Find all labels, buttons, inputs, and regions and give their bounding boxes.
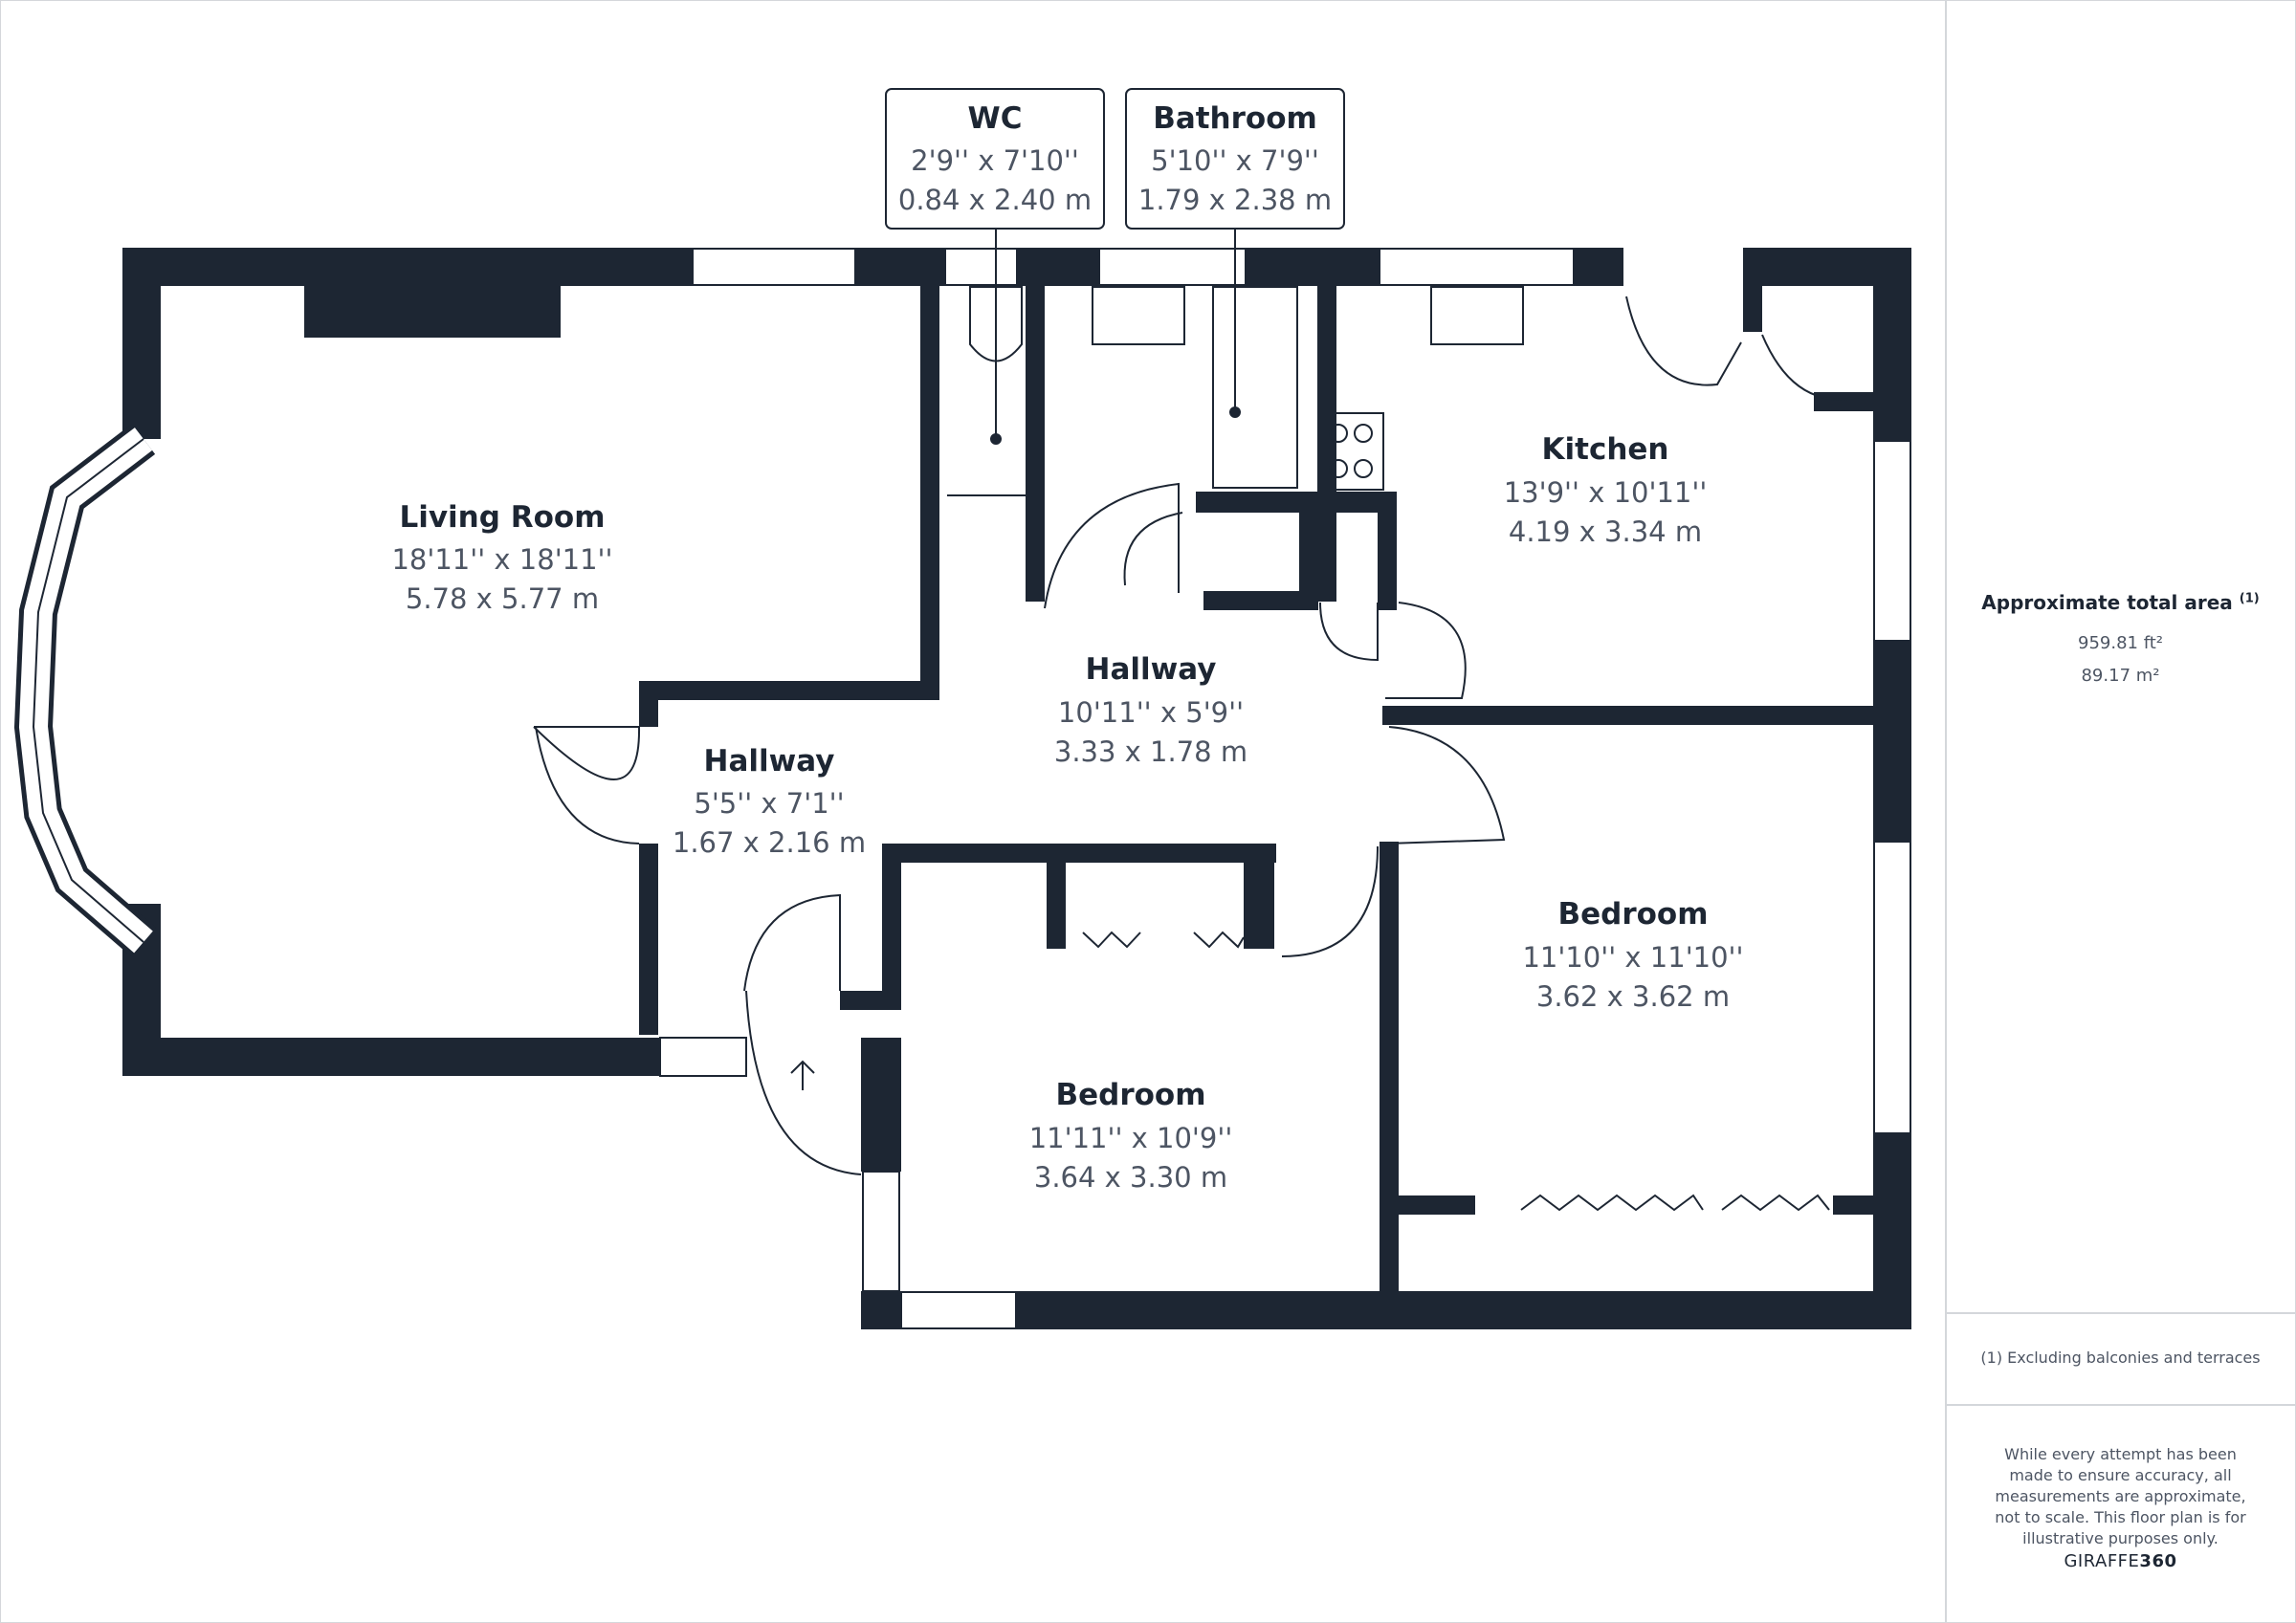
area-square-meters: 89.17 m² [2081, 666, 2160, 686]
bedroom-right-metric: 3.62 x 3.62 m [1536, 980, 1730, 1013]
area-title-text: Approximate total area [1981, 591, 2233, 614]
bedroom-left-metric: 3.64 x 3.30 m [1034, 1161, 1227, 1194]
bedroom-left-name: Bedroom [1055, 1078, 1205, 1112]
brand-bold: 360 [2139, 1551, 2177, 1571]
brand-logo: GIRAFFE360 [1945, 1551, 2296, 1571]
wc-metric: 0.84 x 2.40 m [898, 184, 1092, 216]
bathroom-imperial: 5'10'' x 7'9'' [1151, 144, 1319, 177]
area-note-marker: (1) [2239, 591, 2260, 606]
walls [122, 248, 1911, 1329]
bedroom-left-imperial: 11'11'' x 10'9'' [1029, 1122, 1233, 1154]
living-room-name: Living Room [399, 500, 605, 535]
sidebar-divider [1945, 1312, 2296, 1314]
area-square-feet: 959.81 ft² [2078, 633, 2163, 653]
bathroom-metric: 1.79 x 2.38 m [1138, 184, 1332, 216]
floor-plan: WC 2'9'' x 7'10'' 0.84 x 2.40 m Bathroom… [13, 88, 1911, 1329]
hallway-entry-metric: 1.67 x 2.16 m [673, 826, 866, 859]
hallway-main-imperial: 10'11'' x 5'9'' [1058, 696, 1244, 729]
disclaimer: While every attempt has been made to ens… [1995, 1445, 2246, 1547]
info-sidebar [1945, 0, 2296, 1623]
bay-window [13, 424, 157, 957]
area-title: Approximate total area (1) [1945, 591, 2296, 614]
living-room-imperial: 18'11'' x 18'11'' [391, 543, 612, 576]
kitchen-imperial: 13'9'' x 10'11'' [1504, 476, 1708, 509]
sidebar-divider [1945, 1404, 2296, 1406]
footnote: (1) Excluding balconies and terraces [1980, 1349, 2261, 1367]
living-room-metric: 5.78 x 5.77 m [406, 582, 599, 615]
hallway-entry-imperial: 5'5'' x 7'1'' [694, 787, 844, 820]
wc-name: WC [968, 101, 1023, 136]
wc-imperial: 2'9'' x 7'10'' [911, 144, 1079, 177]
hallway-main-metric: 3.33 x 1.78 m [1054, 735, 1247, 768]
brand-light: GIRAFFE [2064, 1551, 2140, 1571]
kitchen-name: Kitchen [1541, 432, 1668, 467]
label-callouts [885, 88, 1345, 439]
bathroom-name: Bathroom [1153, 101, 1317, 136]
fixtures [533, 286, 1876, 1212]
hallway-entry-name: Hallway [704, 744, 835, 779]
kitchen-metric: 4.19 x 3.34 m [1509, 515, 1702, 548]
room-labels: WC 2'9'' x 7'10'' 0.84 x 2.40 m Bathroom… [391, 101, 1743, 1194]
hallway-main-name: Hallway [1086, 652, 1217, 687]
windows [659, 248, 1911, 1329]
bedroom-right-name: Bedroom [1557, 897, 1708, 932]
bedroom-right-imperial: 11'10'' x 11'10'' [1522, 941, 1743, 974]
